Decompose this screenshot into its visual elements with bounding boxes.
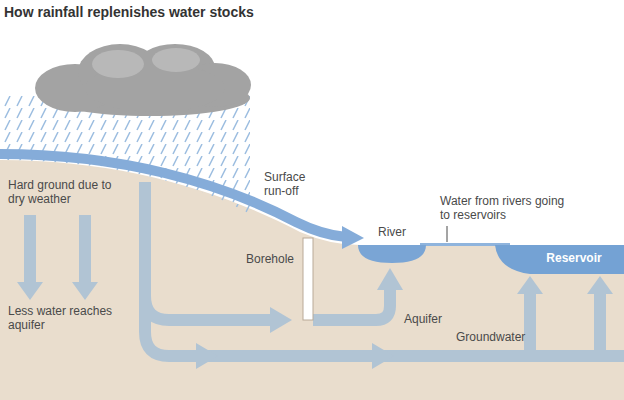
infiltration-arrowheads [17, 268, 613, 369]
leader-line [447, 226, 448, 242]
label: Borehole [246, 252, 300, 266]
river-label: River [356, 225, 428, 239]
label: Aquifer [404, 312, 474, 326]
reservoir-node: Reservoir [494, 244, 624, 276]
ground [0, 160, 624, 400]
infiltration-arrows [30, 182, 624, 356]
cloud-highlight [92, 48, 200, 78]
label: Water from rivers going to reservoirs [440, 194, 570, 222]
runoff-arrow [0, 154, 346, 237]
title: How rainfall replenishes water stocks [4, 4, 254, 20]
river-node: River [356, 225, 428, 265]
label: Surface run-off [264, 170, 324, 198]
label: Less water reaches aquifer [8, 304, 138, 332]
cloud [35, 44, 251, 116]
borehole [303, 238, 313, 320]
reservoir-label: Reservoir [494, 244, 624, 265]
label: Hard ground due to dry weather [8, 178, 126, 206]
label: Groundwater [456, 330, 556, 344]
